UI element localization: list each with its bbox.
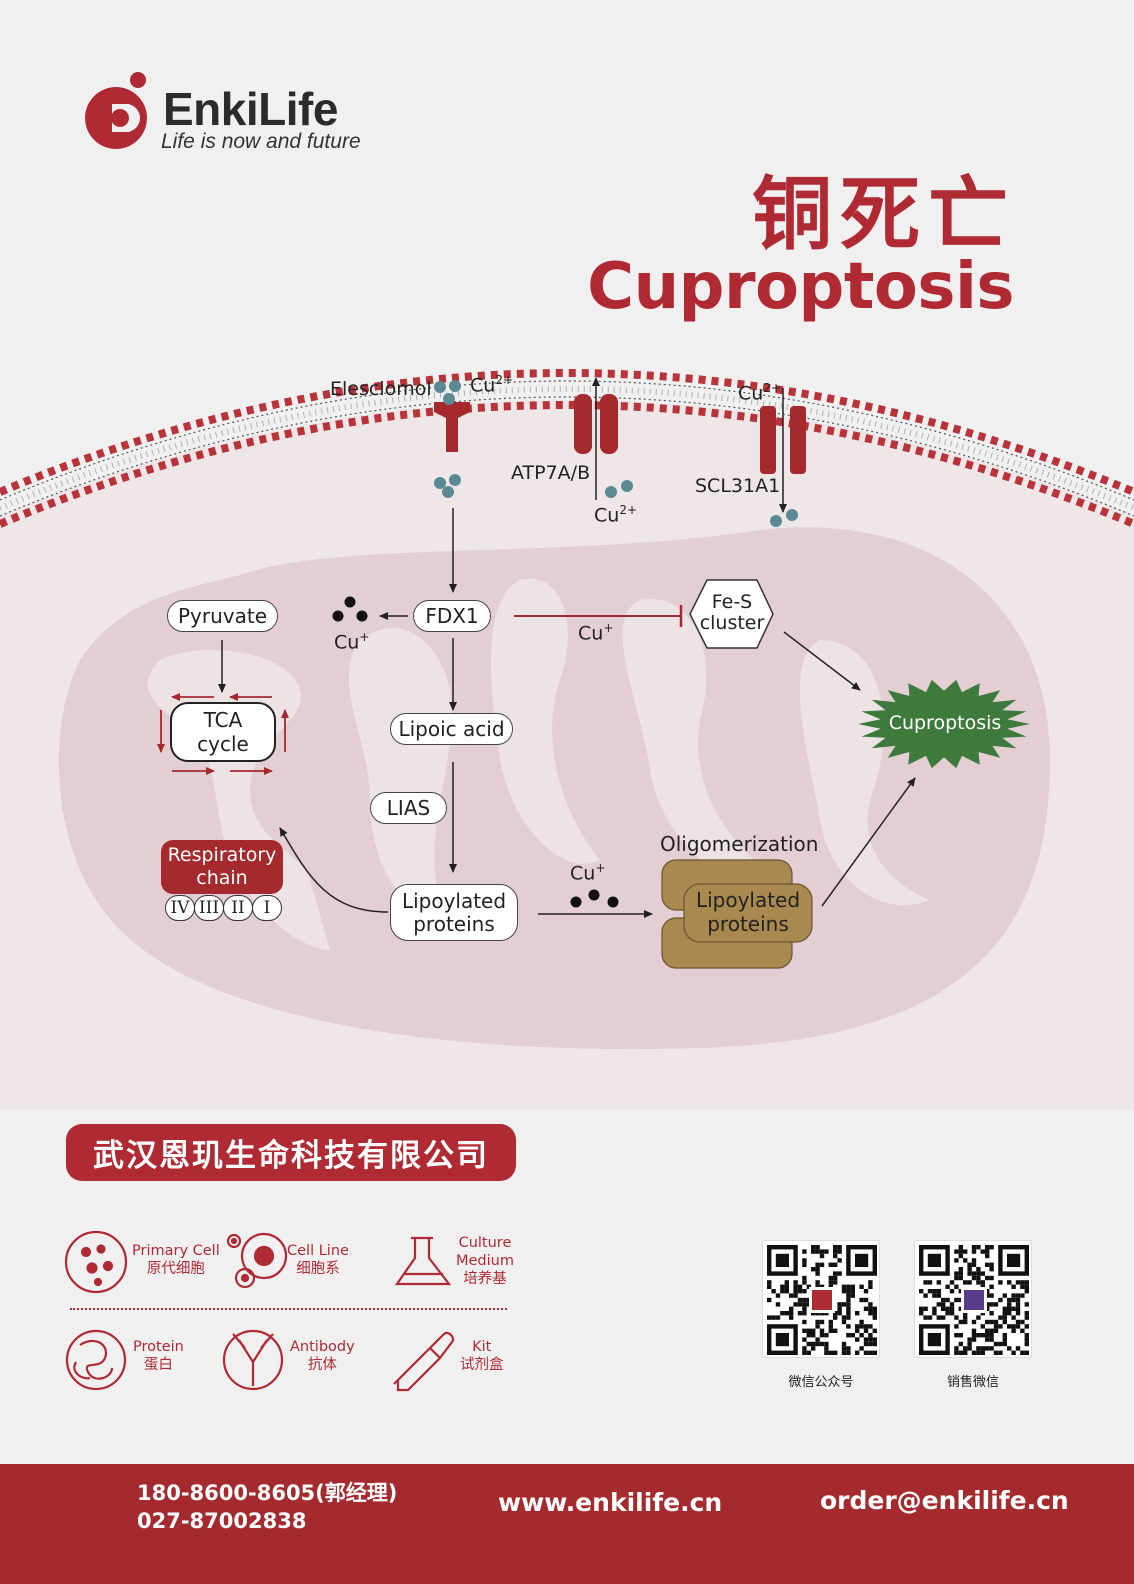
website-link[interactable]: www.enkilife.cn [498,1488,723,1517]
fes-cluster-shape [689,579,774,649]
elesclomol-transporter [434,380,470,498]
qr-official-account[interactable] [762,1240,880,1358]
complex-ii: II [223,895,253,921]
product-en: Kit [472,1339,492,1355]
cu-plus-dots [332,596,619,908]
complex-i: I [252,895,282,921]
product-divider [70,1308,507,1310]
cuproptosis-burst [858,679,1030,769]
footer-bar [0,1464,1134,1584]
protein-icon [65,1329,127,1391]
qr-sales-wechat[interactable] [914,1240,1032,1358]
product-cn: 细胞系 [296,1261,340,1278]
lias-node: LIAS [370,792,447,824]
cell-line-icon [226,1232,288,1289]
product-cn: 试剂盒 [460,1357,504,1374]
enkilife-logo [85,72,147,149]
product-cn: 原代细胞 [146,1261,205,1278]
product-cn: 蛋白 [143,1357,173,1374]
product-antibody[interactable]: Antibody 抗体 [290,1338,355,1374]
cu2-top-left-label: Cu2+ [470,373,514,397]
primary-cell-icon [64,1230,128,1294]
scl31a1-label: SCL31A1 [695,475,781,497]
qr-official-caption: 微信公众号 [788,1375,854,1390]
atp7ab-label: ATP7A/B [511,462,591,484]
oligomerized-proteins [661,859,813,969]
product-cn: 抗体 [307,1357,337,1374]
cu-plus-left-label: Cu+ [334,630,370,654]
email-link[interactable]: order@enkilife.cn [820,1486,1069,1515]
tca-cycle-arrows [157,693,289,775]
product-en: Antibody [290,1339,355,1355]
cell-membrane [0,369,1134,528]
pyruvate-node: Pyruvate [167,600,278,632]
flask-icon [394,1236,452,1286]
product-en: Protein [133,1339,184,1355]
pathway-arrows [218,508,916,918]
phone-primary[interactable]: 180-8600-8605(郭经理) [137,1481,398,1505]
product-kit[interactable]: Kit 试剂盒 [460,1338,504,1374]
qr-sales-pattern [919,1245,1029,1355]
product-en: Culture Medium [456,1235,514,1270]
complex-iii: III [194,895,224,921]
title-chinese: 铜死亡 [752,168,1016,261]
qr-official-pattern [767,1245,877,1355]
product-primary-cell[interactable]: Primary Cell 原代细胞 [132,1242,220,1278]
scl31a1-channel [760,388,806,527]
phone-numbers[interactable]: 180-8600-8605(郭经理) 027-87002838 [137,1479,397,1536]
product-protein[interactable]: Protein 蛋白 [133,1338,184,1374]
qr-sales-caption: 销售微信 [946,1375,999,1390]
product-en: Primary Cell [132,1243,220,1259]
atp7ab-channel [574,377,633,500]
complex-iv: IV [165,895,195,921]
lipoic-acid-node: Lipoic acid [390,713,513,745]
brand-slogan: Life is now and future [161,130,361,153]
fdx1-node: FDX1 [413,600,491,632]
phone-secondary[interactable]: 027-87002838 [137,1509,307,1534]
elesclomol-label: Elesclomol [330,378,432,400]
product-cn: 培养基 [463,1271,507,1288]
oligomerization-label: Oligomerization [660,832,819,856]
antibody-icon [222,1329,284,1391]
title-english: Cuproptosis [587,250,1014,324]
cu-plus-mid-label: Cu+ [578,621,614,645]
cu2-top-right-label: Cu2+ [738,381,782,405]
product-en: Cell Line [287,1243,349,1259]
brand-name: EnkiLife [163,83,338,135]
cuproptosis-label: Cuproptosis [888,712,1002,734]
cu-plus-bottom-label: Cu+ [570,861,606,885]
company-name-banner: 武汉恩玑生命科技有限公司 [66,1124,516,1181]
cu2-atp-label: Cu2+ [594,503,638,527]
product-cell-line[interactable]: Cell Line 细胞系 [287,1242,349,1278]
pipette-icon [393,1331,455,1392]
